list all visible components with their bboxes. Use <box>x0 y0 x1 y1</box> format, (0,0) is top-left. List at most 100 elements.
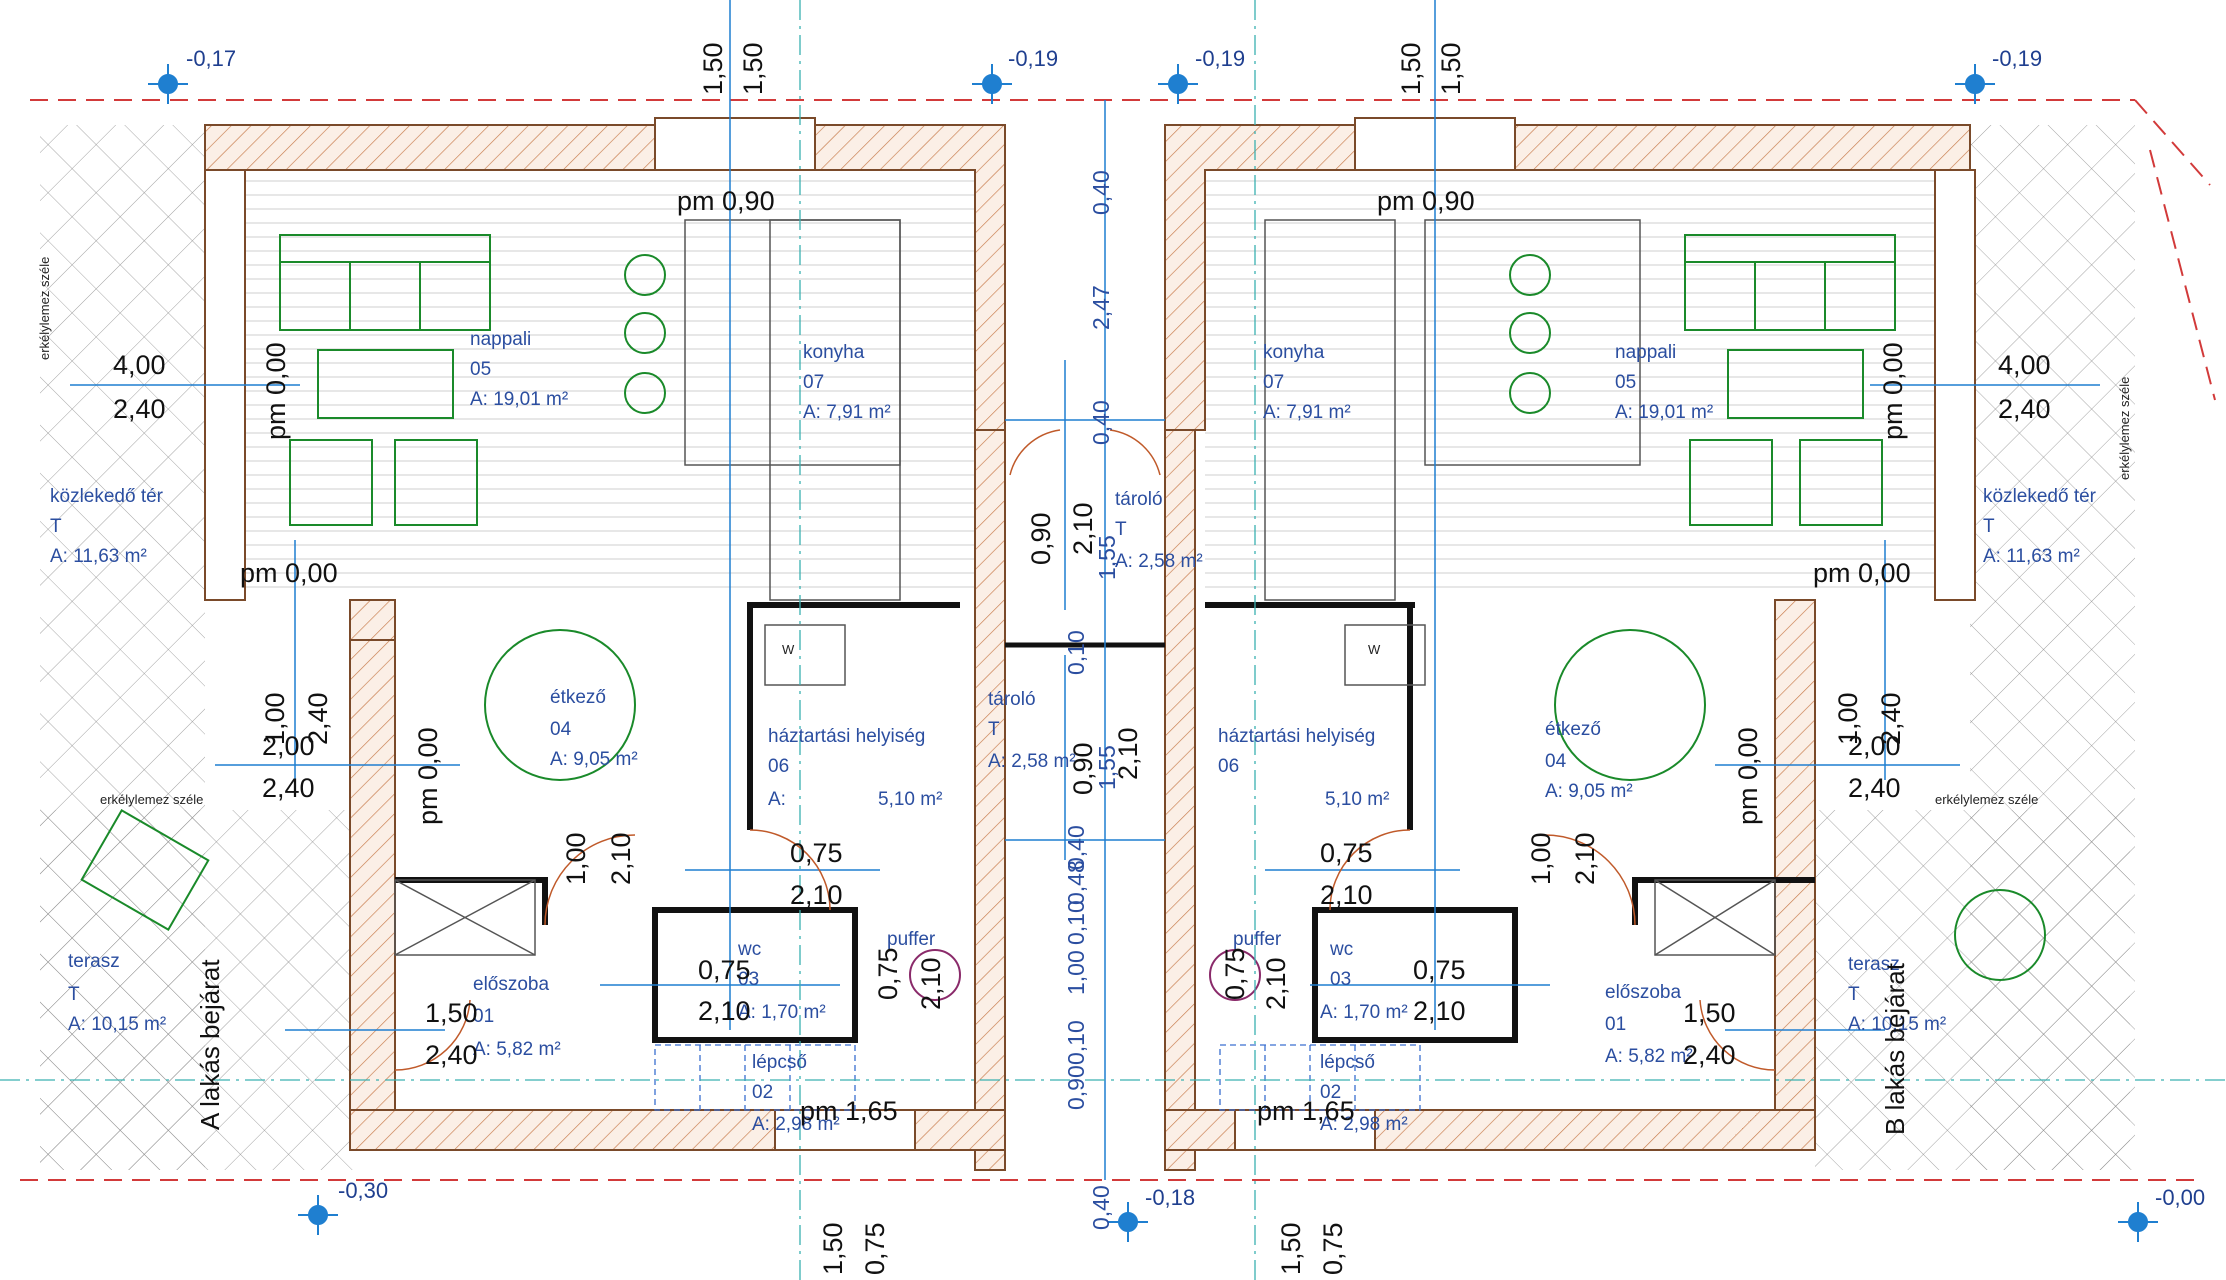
dim-c-100: 1,00 <box>1063 950 1089 995</box>
interior-floors <box>245 170 1975 600</box>
pm-b-right: pm 0,00 <box>1813 558 1911 588</box>
dim-b-wc-210: 2,10 <box>1413 996 1466 1026</box>
room-a-wc-num: 03 <box>738 969 760 990</box>
dim-c-010-3: 0,10 <box>1063 1020 1089 1065</box>
room-b-nappali-name: nappali <box>1615 342 1677 363</box>
dim-a-wc-210: 2,10 <box>698 996 751 1026</box>
pm-b-top: pm 0,90 <box>1377 186 1475 216</box>
dim-a-240: 2,40 <box>113 394 166 424</box>
dim-c-010-2: 0,10 <box>1063 900 1089 945</box>
unit-a-w-mark: W <box>782 642 795 657</box>
dim-c-090-1: 0,90 <box>1026 512 1056 565</box>
dim-a-puffer-075: 0,75 <box>873 947 903 1000</box>
dim-c-048: 0,48 <box>1063 860 1089 905</box>
dim-a-075: 0,75 <box>790 838 843 868</box>
room-b-etkezo-area: A: 9,05 m² <box>1545 781 1633 802</box>
room-a-haztartasi-num: 06 <box>768 756 790 777</box>
pm-b-bottom: pm 1,65 <box>1257 1096 1355 1126</box>
dim-c-210-1: 2,10 <box>1068 502 1098 555</box>
dim-b-puffer-075: 0,75 <box>1220 947 1250 1000</box>
dim-a-200: 2,00 <box>262 731 315 761</box>
dim-b-wc-075: 0,75 <box>1413 955 1466 985</box>
dim-c-155-1: 1,55 <box>1094 535 1120 580</box>
inner-outlines <box>394 219 1776 956</box>
level-bottom-right: -0,00 <box>2155 1185 2206 1210</box>
dim-b-door-100: 1,00 <box>1526 832 1556 885</box>
unit-a-balcony-edge-v: erkélylemez széle <box>37 256 52 360</box>
level-top-left: -0,17 <box>186 46 237 71</box>
stairs <box>654 1044 1421 1111</box>
level-top-right: -0,19 <box>1992 46 2043 71</box>
level-markers <box>148 64 2158 1242</box>
room-a-haztartasi-area: A: <box>768 789 786 810</box>
property-boundary <box>20 99 2216 1181</box>
storage-top-num: T <box>1115 519 1127 540</box>
dim-a-ent-150: 1,50 <box>425 998 478 1028</box>
room-b-lepcso-area: A: 2,98 m² <box>1320 1114 1408 1135</box>
room-b-haztartasi-num: 06 <box>1218 756 1240 777</box>
room-b-konyha-area: A: 7,91 m² <box>1263 402 1351 423</box>
room-b-puffer: puffer <box>1233 929 1282 950</box>
room-a-nappali-area: A: 19,01 m² <box>470 389 569 410</box>
dim-a-door-210: 2,10 <box>606 832 636 885</box>
dim-c-040-1: 0,40 <box>1088 170 1114 215</box>
room-b-lepcso-num: 02 <box>1320 1082 1342 1103</box>
terrace-patterns <box>40 125 2135 1170</box>
pm-b-vertical-2: pm 0,00 <box>1733 727 1763 825</box>
pm-a-left: pm 0,00 <box>240 558 338 588</box>
room-a-kozlekedo-name: közlekedő tér <box>50 486 164 507</box>
room-a-lepcso-name: lépcső <box>752 1052 807 1073</box>
dim-a-ent-240: 2,40 <box>425 1040 478 1070</box>
room-b-kozlekedo-area: A: 11,63 m² <box>1983 546 2080 567</box>
dim-b-bottom-150: 1,50 <box>1276 1222 1306 1275</box>
room-b-eloszoba-name: előszoba <box>1605 982 1682 1003</box>
dim-b-ent-150: 1,50 <box>1683 998 1736 1028</box>
dim-a-bottom-075: 0,75 <box>860 1222 890 1275</box>
dim-c-040-4: 0,40 <box>1088 1185 1114 1230</box>
storage-top-area: A: 2,58 m² <box>1115 551 1203 572</box>
room-b-terasz-area: A: 10,15 m² <box>1848 1014 1947 1035</box>
unit-a-balcony-edge: erkélylemez széle <box>100 792 204 807</box>
level-top-mid-right: -0,19 <box>1195 46 1246 71</box>
room-a-haztartasi-name: háztartási helyiség <box>768 726 926 747</box>
storage-top-name: tároló <box>1115 489 1163 510</box>
room-a-wc-area: A: 1,70 m² <box>738 1002 826 1023</box>
room-b-nappali-area: A: 19,01 m² <box>1615 402 1714 423</box>
room-a-konyha-name: konyha <box>803 342 865 363</box>
dim-c-090-2: 0,90 <box>1068 742 1098 795</box>
dim-b-075: 0,75 <box>1320 838 1373 868</box>
dim-a-puffer-210: 2,10 <box>916 957 946 1010</box>
room-b-nappali-num: 05 <box>1615 372 1637 393</box>
room-b-eloszoba-num: 01 <box>1605 1014 1627 1035</box>
room-b-wc-name: wc <box>1330 939 1354 960</box>
dim-a-top-150-1: 1,50 <box>698 42 728 95</box>
unit-a-entrance: A lakás bejárat <box>195 959 225 1130</box>
dim-c-040-2: 0,40 <box>1088 400 1114 445</box>
room-a-lepcso-num: 02 <box>752 1082 774 1103</box>
room-a-terasz-name: terasz <box>68 951 120 972</box>
dim-a-top-150-2: 1,50 <box>738 42 768 95</box>
room-a-konyha-area: A: 7,91 m² <box>803 402 891 423</box>
dim-b-door-210: 2,10 <box>1570 832 1600 885</box>
pm-a-vertical-2: pm 0,00 <box>413 727 443 825</box>
room-b-konyha-num: 07 <box>1263 372 1285 393</box>
room-b-wc-num: 03 <box>1330 969 1352 990</box>
unit-b-w-mark: W <box>1368 642 1381 657</box>
room-b-kozlekedo-name: közlekedő tér <box>1983 486 2097 507</box>
furniture <box>80 234 2046 1001</box>
dim-b-top-150-2: 1,50 <box>1436 42 1466 95</box>
room-b-eloszoba-area: A: 5,82 m² <box>1605 1046 1693 1067</box>
door-swings <box>394 429 1776 1071</box>
dim-b-200: 2,00 <box>1848 731 1901 761</box>
dim-b-210: 2,10 <box>1320 880 1373 910</box>
dim-b-top-150-1: 1,50 <box>1396 42 1426 95</box>
dimension-lines <box>70 0 2100 1180</box>
dim-b-400: 4,00 <box>1998 350 2051 380</box>
pm-a-vertical-1: pm 0,00 <box>261 342 291 440</box>
pm-b-vertical-1: pm 0,00 <box>1878 342 1908 440</box>
level-top-mid-left: -0,19 <box>1008 46 1059 71</box>
room-b-etkezo-name: étkező <box>1545 719 1601 740</box>
room-a-etkezo-area: A: 9,05 m² <box>550 749 638 770</box>
room-b-haztartasi-area: 5,10 m² <box>1325 789 1390 810</box>
